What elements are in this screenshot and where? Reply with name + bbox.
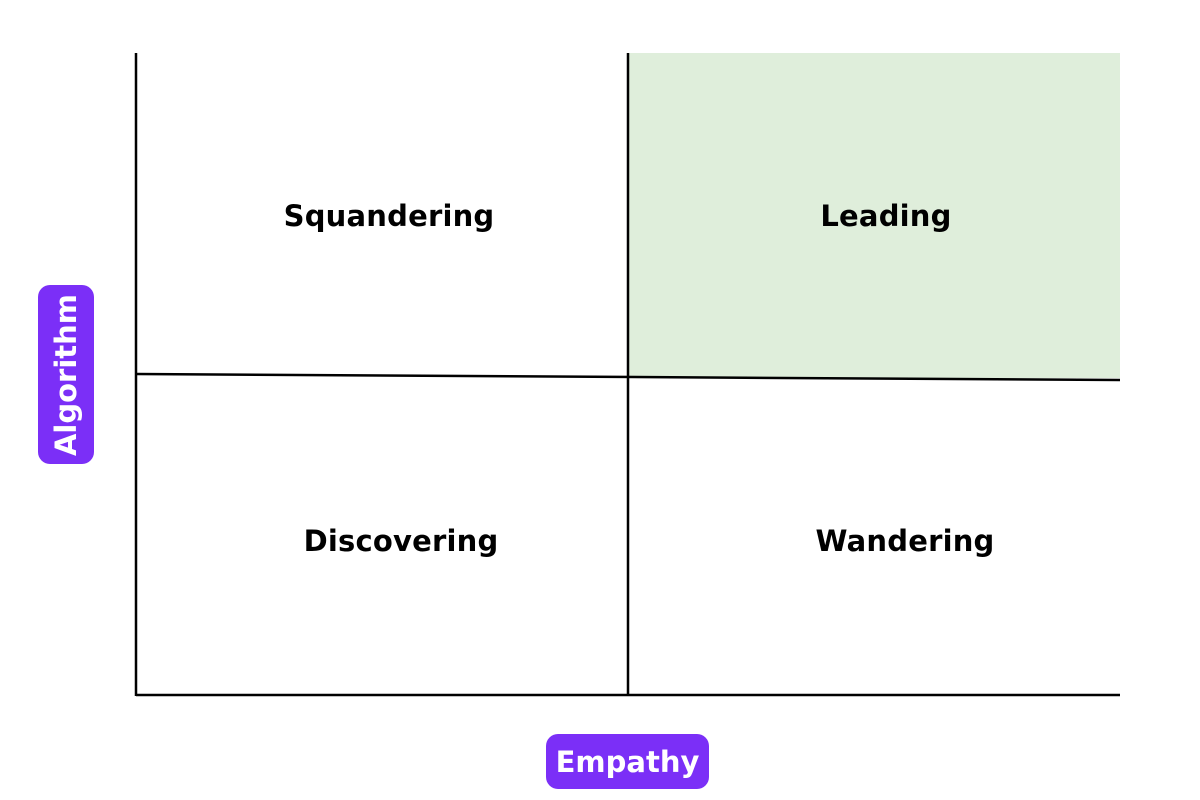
quadrant-label-leading: Leading <box>820 199 952 233</box>
x-axis-label: Empathy <box>555 744 700 779</box>
quadrant-label-wandering: Wandering <box>815 524 995 558</box>
y-axis-label: Algorithm <box>49 293 84 456</box>
quadrant-label-squandering: Squandering <box>283 199 495 233</box>
quadrant-label-discovering: Discovering <box>303 524 499 558</box>
y-axis-label-pill: Algorithm <box>38 285 94 464</box>
x-axis-label-pill: Empathy <box>546 734 709 789</box>
highlighted-quadrant-leading <box>628 53 1120 378</box>
horizontal-divider <box>135 372 1121 382</box>
